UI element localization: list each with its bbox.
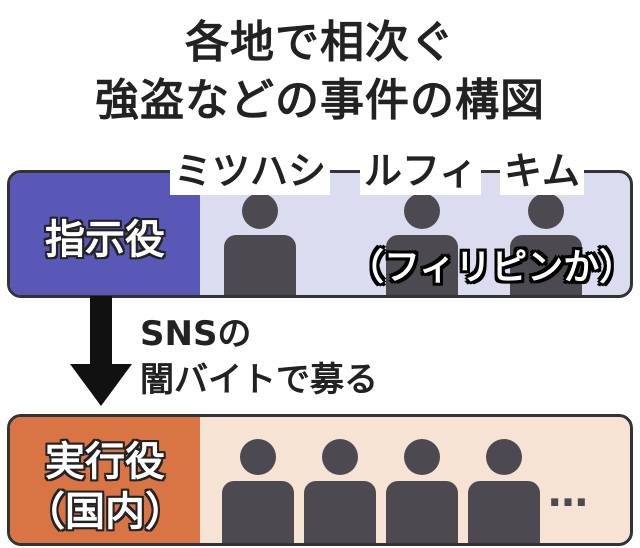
executors-label-box: 実行役 （国内） [10,417,200,543]
instructors-label: 指示役 [45,217,165,263]
person-icon [382,439,462,543]
instructor-names: ミツハシ ルフィ キム [0,140,640,195]
executors-panel: 実行役 （国内） [7,414,633,546]
recruitment-note-line2: 闇バイトで募る [140,360,378,400]
executors-label: 実行役 [45,439,165,485]
instructor-name-kim: キム [500,140,585,195]
person-icon [382,193,462,295]
more-executors-ellipsis: … [548,470,590,516]
person-icon [218,439,298,543]
person-icon [506,193,586,295]
person-icon [464,439,544,543]
diagram-title-line2: 強盗などの事件の構図 [95,75,545,126]
diagram-title-line1: 各地で相次ぐ [185,17,455,68]
instructor-name-luffy: ルフィ [360,140,482,195]
recruitment-note-line1: SNSの [140,314,252,354]
instructor-name-mitsuhashi: ミツハシ [170,140,331,195]
instructors-label-box: 指示役 [10,173,200,295]
instructors-location: （フィリピンか） [348,247,636,288]
person-icon [300,439,380,543]
executors-location: （国内） [25,489,185,535]
person-icon [220,193,300,295]
